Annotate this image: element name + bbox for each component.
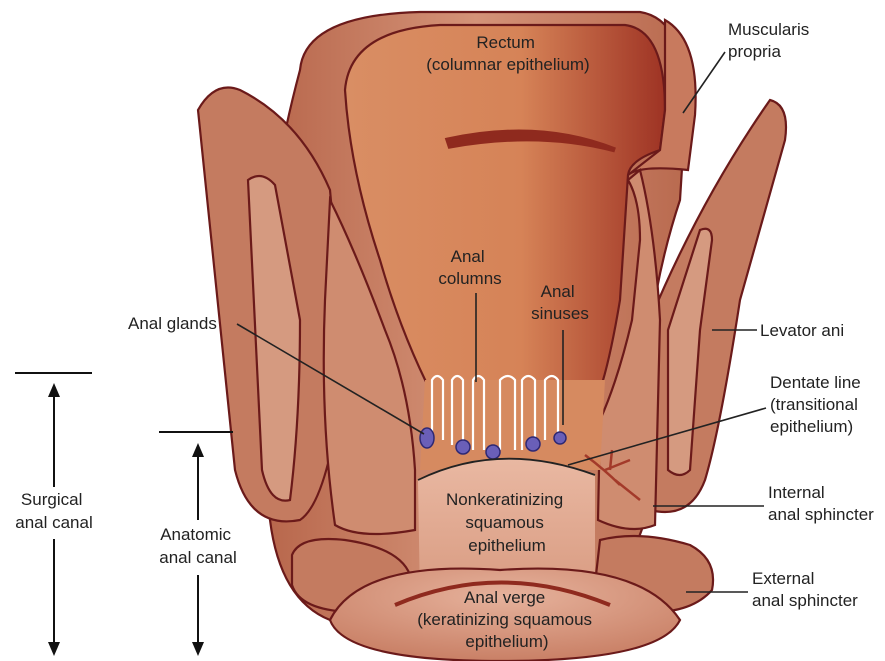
surgical-canal-arrow-up bbox=[48, 383, 60, 397]
label-dentate-line: Dentate line (transitional epithelium) bbox=[770, 373, 865, 436]
anatomic-canal-arrow-up bbox=[192, 443, 204, 457]
label-internal-sphincter: Internal anal sphincter bbox=[768, 483, 874, 524]
label-anal-glands: Anal glands bbox=[128, 314, 217, 333]
anal-columns-region bbox=[420, 380, 605, 470]
anatomic-canal-arrow-down bbox=[192, 642, 204, 656]
label-muscularis-propria: Muscularis propria bbox=[728, 20, 814, 61]
label-external-sphincter: External anal sphincter bbox=[752, 569, 858, 610]
surgical-canal-arrow-down bbox=[48, 642, 60, 656]
label-levator-ani: Levator ani bbox=[760, 321, 844, 340]
